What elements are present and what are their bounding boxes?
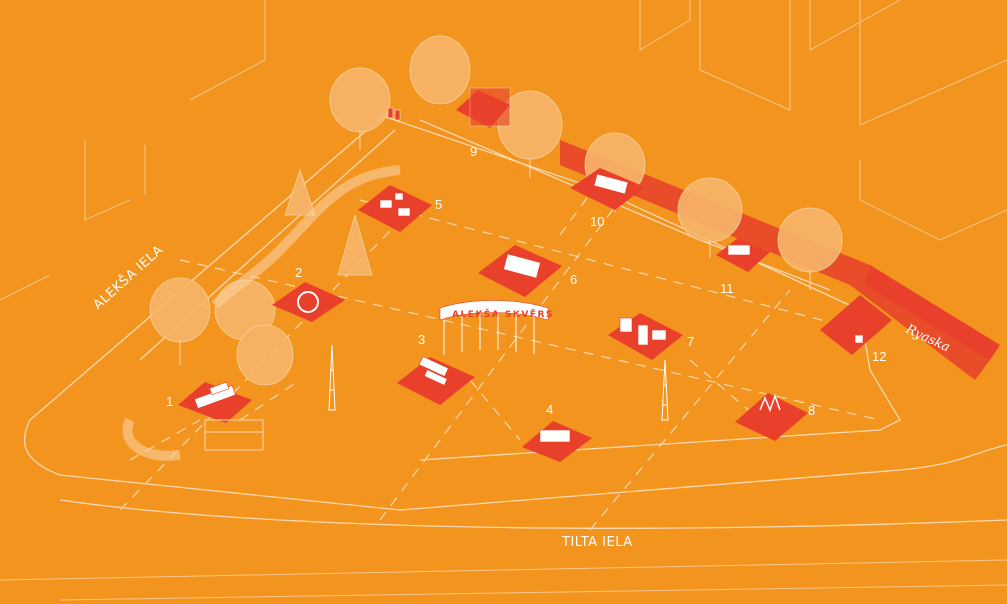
marker-10[interactable]: 10 <box>590 214 604 229</box>
sign-text: ALEKŠA SKVĒRS <box>452 308 554 320</box>
pad-8 <box>735 393 808 441</box>
marker-11[interactable]: 11 <box>720 281 734 296</box>
marker-5[interactable]: 5 <box>435 197 442 212</box>
markers: 1 2 3 4 5 6 7 8 9 10 11 12 <box>166 144 886 418</box>
red-posts <box>387 87 511 127</box>
marker-3[interactable]: 3 <box>418 332 425 347</box>
park-sign: ALEKŠA SKVĒRS <box>439 300 554 355</box>
trees <box>122 35 843 461</box>
pad-5 <box>358 185 432 232</box>
marker-9[interactable]: 9 <box>470 144 477 159</box>
dashed-guides <box>119 179 881 531</box>
marker-4[interactable]: 4 <box>546 402 553 417</box>
marker-1[interactable]: 1 <box>166 394 173 409</box>
lattice-towers <box>328 344 669 421</box>
street-label-bottom: TILTA IELA <box>561 535 633 550</box>
marker-2[interactable]: 2 <box>295 265 302 280</box>
pad-12 <box>820 295 892 355</box>
marker-12[interactable]: 12 <box>872 349 886 364</box>
marker-6[interactable]: 6 <box>570 272 577 287</box>
marker-8[interactable]: 8 <box>808 403 815 418</box>
marker-7[interactable]: 7 <box>687 334 694 349</box>
pad-objects <box>194 173 864 443</box>
entrance-pavilion <box>204 419 264 451</box>
pad-2 <box>272 282 345 322</box>
